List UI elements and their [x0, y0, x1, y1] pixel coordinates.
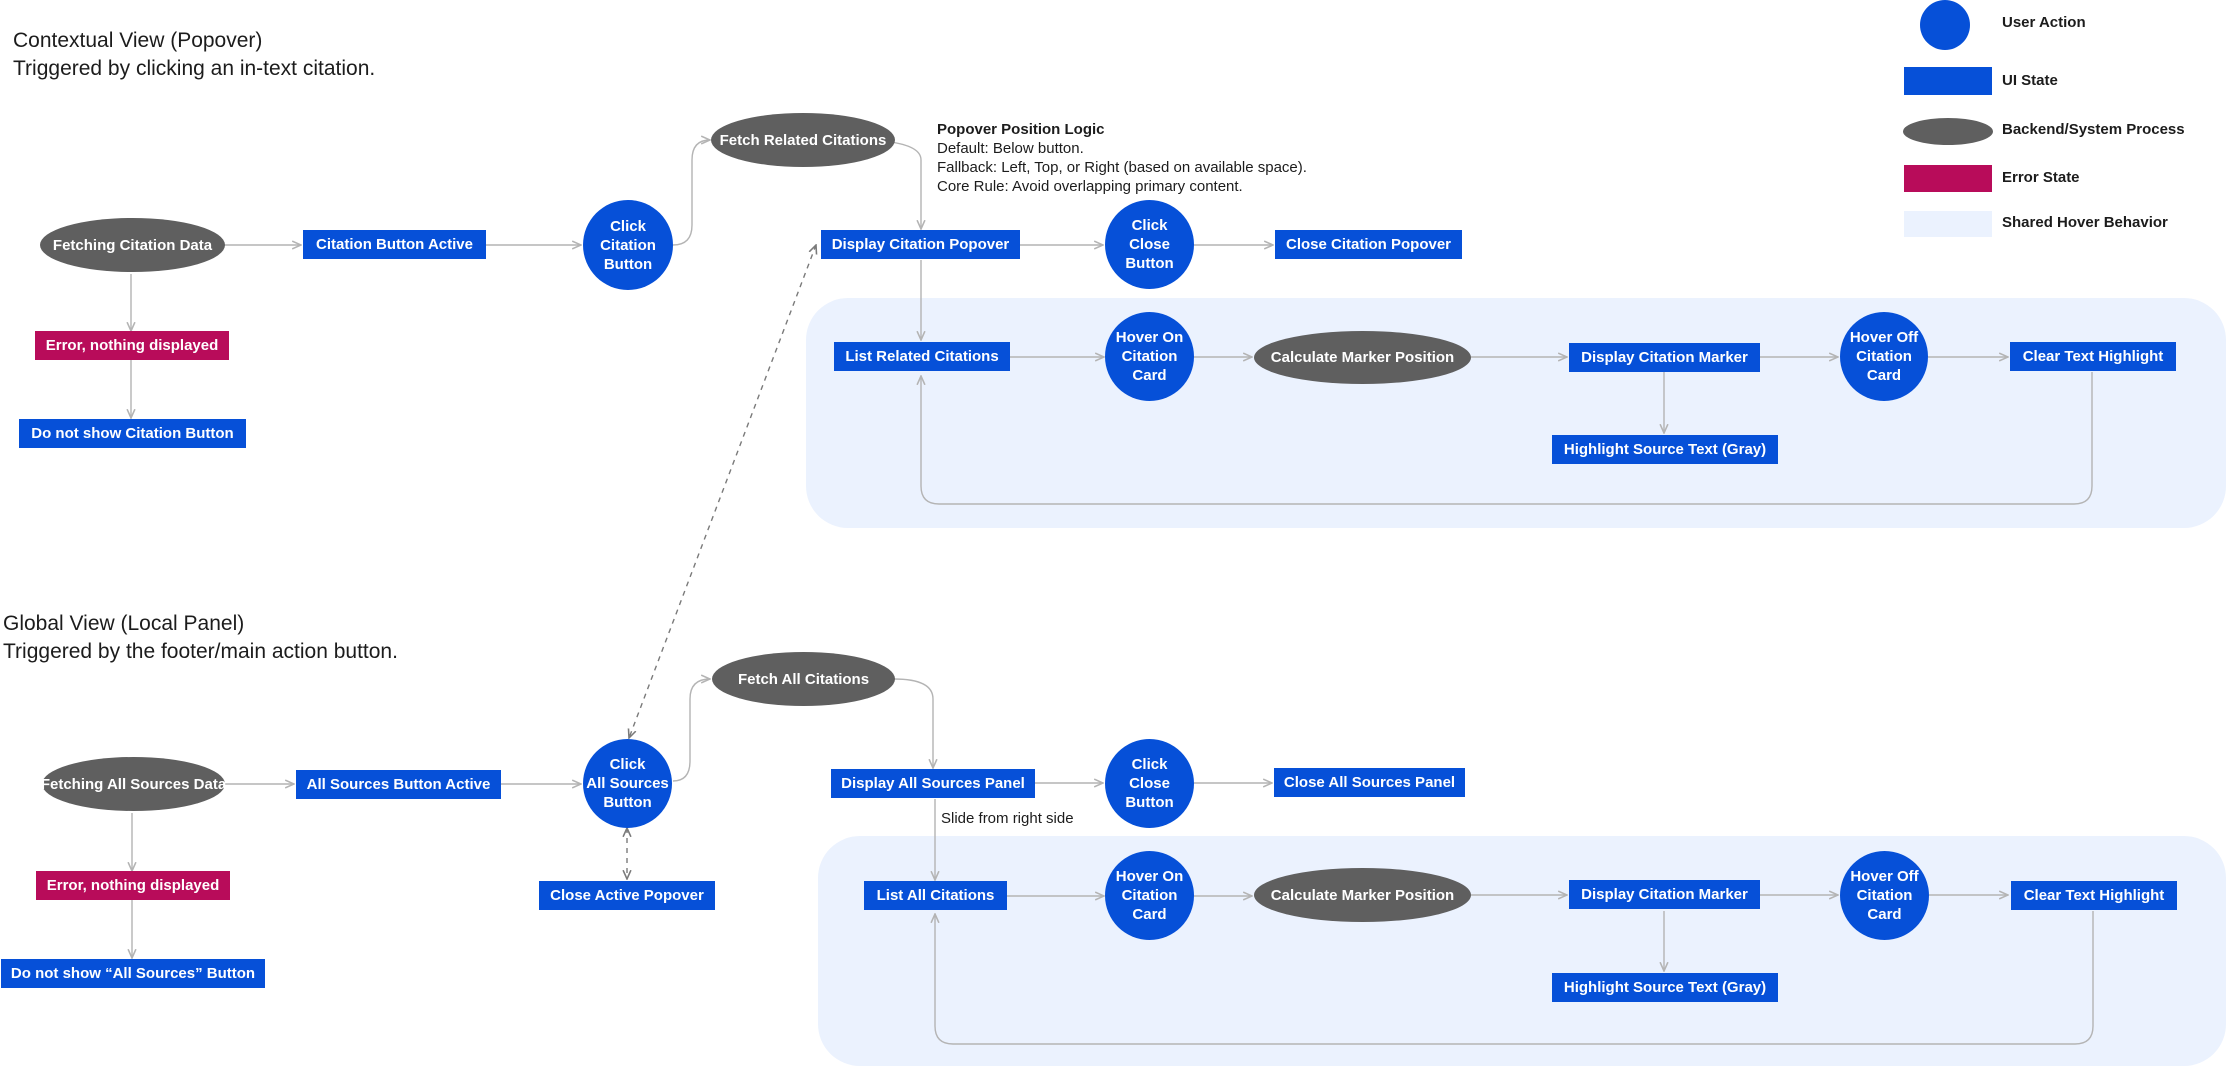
- edge-clear-loop-back: [921, 372, 2093, 505]
- global-heading: Global View (Local Panel) Triggered by t…: [3, 610, 398, 666]
- legend-swatch-user-action: [1920, 0, 1970, 50]
- node-display-citation-popover: Display Citation Popover: [821, 230, 1020, 259]
- node-citation-button-active: Citation Button Active: [303, 230, 486, 259]
- contextual-subtitle: Triggered by clicking an in-text citatio…: [13, 57, 376, 80]
- hover-zone-global: [818, 836, 2226, 1066]
- popover-note-line: Core Rule: Avoid overlapping primary con…: [937, 178, 1243, 195]
- node-highlight-source-global: Highlight Source Text (Gray): [1552, 973, 1778, 1002]
- node-clear-highlight-global: Clear Text Highlight: [2011, 881, 2177, 910]
- node-close-all-sources-panel: Close All Sources Panel: [1274, 768, 1465, 797]
- popover-note-line: Default: Below button.: [937, 140, 1084, 157]
- node-list-related-citations: List Related Citations: [834, 342, 1010, 371]
- node-click-all-sources-button: Click All Sources Button: [583, 739, 672, 828]
- edge-click-all-to-fetch-all: [672, 679, 710, 782]
- legend-label-error: Error State: [2002, 169, 2080, 186]
- contextual-heading: Contextual View (Popover) Triggered by c…: [13, 27, 375, 83]
- legend-swatch-shared-hover: [1904, 211, 1992, 237]
- node-close-active-popover: Close Active Popover: [539, 881, 715, 910]
- popover-position-note: Popover Position Logic Default: Below bu…: [937, 120, 1307, 196]
- edge-clear-loop-back-2: [935, 911, 2094, 1045]
- node-no-all-sources-button: Do not show “All Sources” Button: [1, 959, 265, 988]
- node-fetching-all-sources-data: Fetching All Sources Data: [41, 757, 226, 811]
- node-error-contextual: Error, nothing displayed: [35, 331, 229, 360]
- node-click-citation-button: Click Citation Button: [583, 200, 673, 290]
- legend-label-backend: Backend/System Process: [2002, 121, 2185, 138]
- node-click-close-button-popover: Click Close Button: [1105, 200, 1194, 289]
- edge-popover-to-all-sources-dashed: [629, 245, 816, 738]
- node-close-citation-popover: Close Citation Popover: [1275, 230, 1462, 259]
- node-hover-off-card-global: Hover Off Citation Card: [1840, 851, 1929, 940]
- node-display-marker-contextual: Display Citation Marker: [1569, 343, 1760, 372]
- node-display-marker-global: Display Citation Marker: [1569, 880, 1760, 909]
- node-fetch-all-citations: Fetch All Citations: [712, 652, 895, 706]
- global-title: Global View (Local Panel): [3, 612, 245, 635]
- node-calc-marker-global: Calculate Marker Position: [1254, 868, 1471, 922]
- legend-swatch-backend: [1903, 118, 1993, 145]
- legend-swatch-ui-state: [1904, 67, 1992, 95]
- legend-label-ui-state: UI State: [2002, 72, 2058, 89]
- edge-fetch-all-to-panel: [893, 678, 933, 768]
- global-subtitle: Triggered by the footer/main action butt…: [3, 640, 398, 663]
- hover-zone-contextual: [806, 298, 2226, 528]
- legend-label-user-action: User Action: [2002, 14, 2086, 31]
- node-fetch-related-citations: Fetch Related Citations: [711, 113, 895, 167]
- popover-note-line: Fallback: Left, Top, or Right (based on …: [937, 159, 1307, 176]
- node-highlight-source-contextual: Highlight Source Text (Gray): [1552, 435, 1778, 464]
- node-click-close-button-panel: Click Close Button: [1105, 739, 1194, 828]
- node-hover-on-card-global: Hover On Citation Card: [1105, 851, 1194, 940]
- node-hover-off-card-contextual: Hover Off Citation Card: [1840, 312, 1928, 401]
- popover-note-title: Popover Position Logic: [937, 121, 1105, 138]
- node-fetching-citation-data: Fetching Citation Data: [40, 218, 225, 272]
- contextual-title: Contextual View (Popover): [13, 29, 263, 52]
- legend-label-shared-hover: Shared Hover Behavior: [2002, 214, 2168, 231]
- node-display-all-sources-panel: Display All Sources Panel: [831, 769, 1035, 798]
- node-clear-highlight-contextual: Clear Text Highlight: [2010, 342, 2176, 371]
- node-no-citation-button: Do not show Citation Button: [19, 419, 246, 448]
- node-calc-marker-contextual: Calculate Marker Position: [1254, 331, 1471, 384]
- legend-swatch-error: [1904, 165, 1992, 192]
- edge-click-to-fetch-related: [672, 140, 710, 246]
- node-all-sources-button-active: All Sources Button Active: [296, 770, 501, 799]
- node-hover-on-card-contextual: Hover On Citation Card: [1105, 312, 1194, 401]
- node-list-all-citations: List All Citations: [864, 881, 1007, 910]
- edge-label-slide-from-right: Slide from right side: [941, 810, 1074, 827]
- node-error-global: Error, nothing displayed: [36, 871, 230, 900]
